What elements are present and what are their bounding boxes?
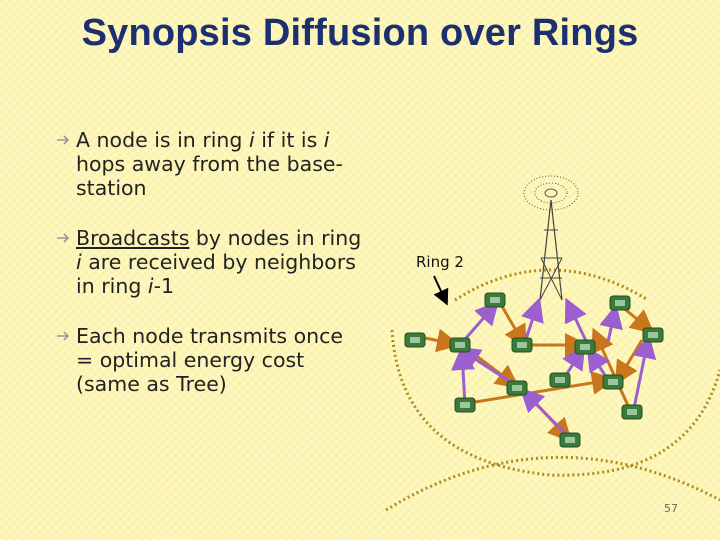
bullet-arrow-icon (57, 135, 70, 145)
bullet-arrow-icon (57, 233, 70, 243)
base-station-tower-icon (523, 175, 579, 301)
bullet-broadcasts: Broadcasts by nodes in ring i are receiv… (56, 226, 366, 298)
sensor-node-icon (559, 432, 581, 448)
orange-arrows (424, 302, 655, 443)
sensor-node-icon (506, 380, 528, 396)
bullet-text: Broadcasts by nodes in ring i are receiv… (76, 226, 362, 298)
ring-2-label: Ring 2 (416, 253, 464, 271)
sensor-node-icon (602, 374, 624, 390)
page-number: 57 (664, 502, 678, 515)
ring-label-pointer (433, 275, 449, 306)
sensor-node-icon (404, 332, 426, 348)
purple-arrows (451, 297, 657, 440)
sensor-node-icon (549, 372, 571, 388)
ring-1-arc (454, 268, 649, 302)
sensor-node-icon (642, 327, 664, 343)
sensor-node-icon (454, 397, 476, 413)
sensor-node-icon (511, 337, 533, 353)
bullet-list: A node is in ring i if it is i hops away… (56, 128, 366, 422)
ring-2-arc (390, 329, 720, 477)
ring-diagram (385, 175, 720, 512)
sensor-node-icon (609, 295, 631, 311)
sensor-node-icon (621, 404, 643, 420)
sensor-node-icon (449, 337, 471, 353)
sensor-node-icon (574, 339, 596, 355)
ring-3-arc (385, 455, 720, 512)
bullet-arrow-icon (57, 331, 70, 341)
slide-title: Synopsis Diffusion over Rings (81, 12, 639, 54)
sensor-nodes (404, 292, 664, 448)
bullet-energy-cost: Each node transmits once = optimal energ… (56, 324, 366, 396)
bullet-text: Each node transmits once = optimal energ… (76, 324, 343, 396)
sensor-node-icon (484, 292, 506, 308)
bullet-text: A node is in ring i if it is i hops away… (76, 128, 343, 200)
bullet-ring-definition: A node is in ring i if it is i hops away… (56, 128, 366, 200)
underlined-word: Broadcasts (76, 226, 190, 250)
